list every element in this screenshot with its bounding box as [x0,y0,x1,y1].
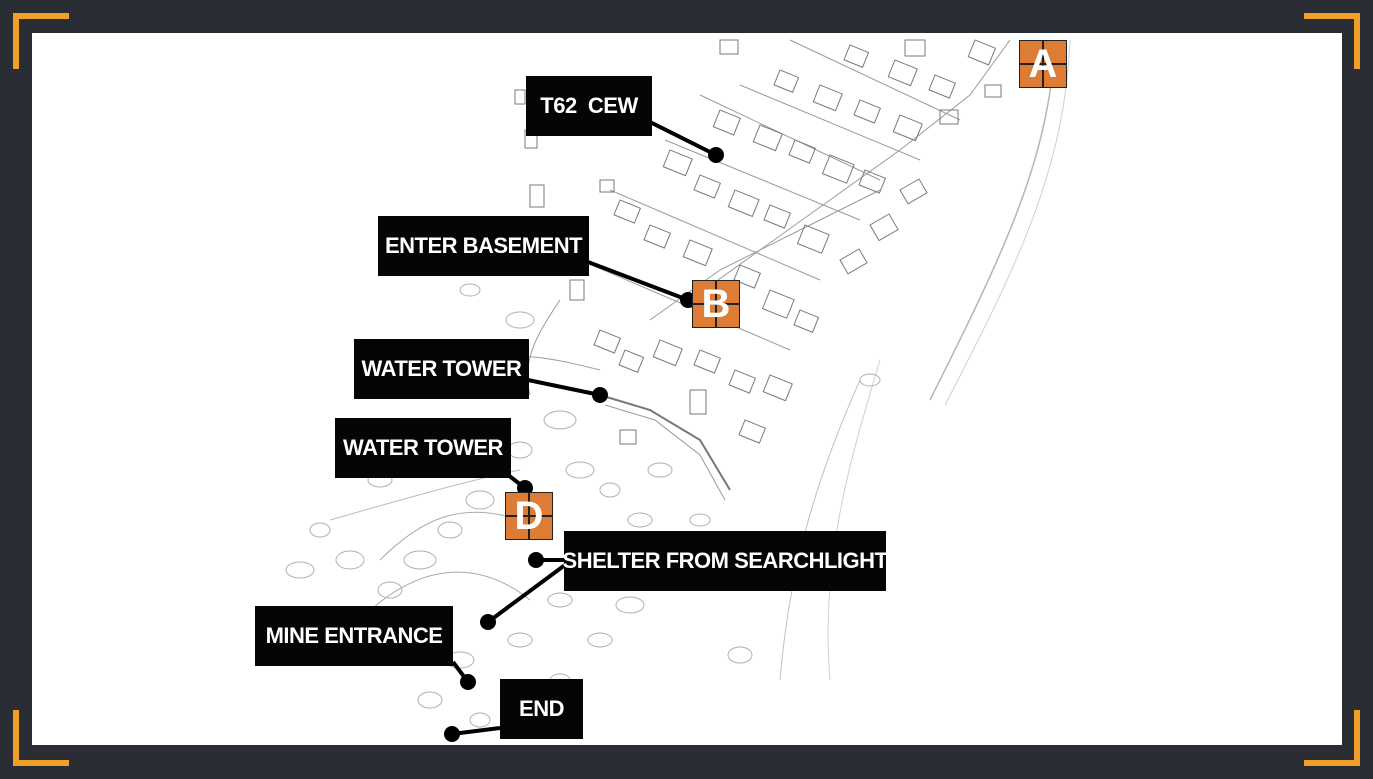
map-label-water-tower-1: WATER TOWER [354,339,529,399]
map-marker-a-letter: A [1028,41,1058,86]
waypoint-dot-mine [460,674,476,690]
waypoint-dot-water-tower-1 [592,387,608,403]
leader-line-shelter-2 [486,563,567,624]
frame-corner-bottom-right [1304,710,1360,766]
frame-corner-bottom-left [13,710,69,766]
map-label-mine-entrance: MINE ENTRANCE [255,606,453,666]
map-marker-a[interactable]: A [1019,40,1067,88]
map-label-enter-basement: ENTER BASEMENT [378,216,589,276]
frame-corner-top-right [1304,13,1360,69]
map-marker-b[interactable]: B [692,280,740,328]
leader-line-basement [587,260,689,302]
frame-corner-top-left [13,13,69,69]
map-label-t62-cew: T62 CEW [526,76,652,136]
map-label-end: END [500,679,583,739]
waypoint-dot-end [444,726,460,742]
map-canvas [32,33,1342,745]
waypoint-dot-shelter [528,552,544,568]
map-label-shelter-from-searchlight: SHELTER FROM SEARCHLIGHT [563,531,888,591]
map-marker-d-letter: D [514,493,544,538]
map-label-water-tower-2: WATER TOWER [335,418,511,478]
leader-line-water-tower-1 [527,378,601,397]
map-marker-d[interactable]: D [505,492,553,540]
leader-line-t62 [649,120,717,157]
waypoint-dot-shelter-2 [480,614,496,630]
waypoint-dot-t62 [708,147,724,163]
leader-line-end [451,726,501,736]
map-marker-b-letter: B [701,281,731,326]
